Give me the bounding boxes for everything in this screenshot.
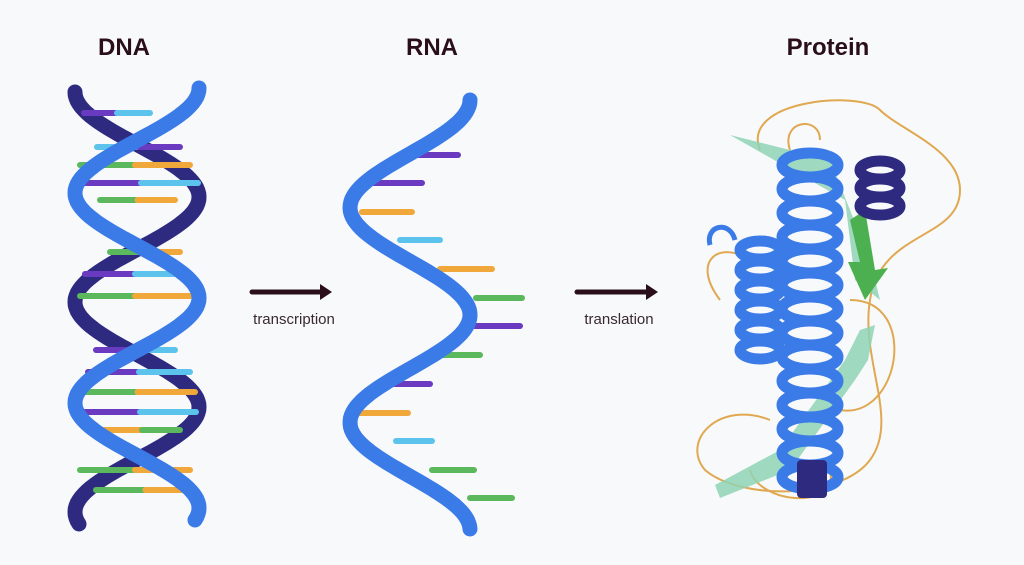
protein-title: Protein xyxy=(786,34,870,61)
translation-arrow-head xyxy=(646,284,658,300)
transcription-arrow-head xyxy=(320,284,332,300)
alpha-helix-top xyxy=(854,191,906,221)
rna-strand xyxy=(342,92,478,537)
protein-loop xyxy=(696,99,962,493)
helix-end xyxy=(797,460,827,498)
alpha-helix-side xyxy=(734,335,786,365)
dna-front-strand xyxy=(67,80,207,528)
protein-loop xyxy=(706,123,896,500)
transcription-label: transcription xyxy=(253,311,335,328)
dna-title: DNA xyxy=(98,34,150,61)
beta-sheet-arrowhead xyxy=(848,210,888,300)
beta-sheet-arrow xyxy=(715,325,875,498)
helix-turn xyxy=(706,224,738,246)
translation-label: translation xyxy=(584,311,654,328)
rna-title: RNA xyxy=(406,34,458,61)
